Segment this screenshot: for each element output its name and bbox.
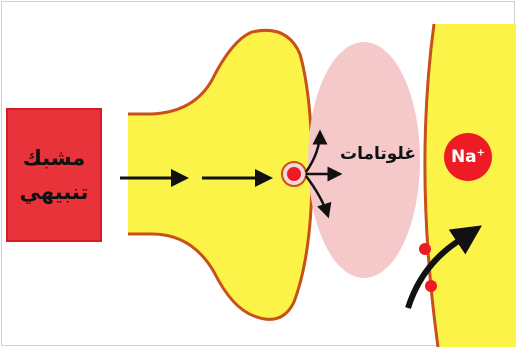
channel-dot-upper [419, 243, 431, 255]
sodium-ion-label: Na+ [448, 147, 488, 167]
ion-symbol: Na [451, 147, 477, 167]
stimulus-label-line1: مشبك [23, 141, 86, 175]
postsynaptic-membrane [425, 24, 516, 347]
neurotransmitter-label: غلوتامات [334, 144, 422, 164]
channel-dot-lower [425, 280, 437, 292]
stimulus-label-line2: تنبيهي [20, 175, 89, 209]
excitatory-synapse-box: مشبك تنبيهي [6, 108, 102, 242]
vesicle-core [287, 167, 301, 181]
ion-charge: + [477, 147, 485, 158]
